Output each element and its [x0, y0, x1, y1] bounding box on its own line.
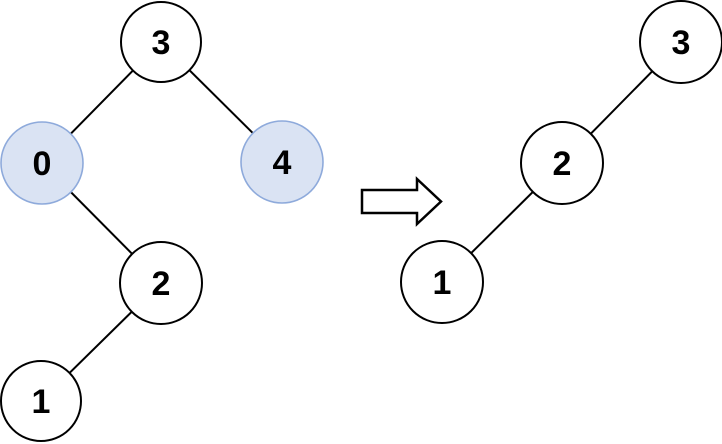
left-tree: 3 0 4 2 1	[0, 1, 324, 442]
right-tree-node-2: 2	[520, 121, 604, 205]
node-circle	[120, 1, 202, 83]
node-label: 4	[273, 144, 292, 182]
node-label: 1	[433, 264, 452, 302]
node-circle	[520, 121, 604, 205]
node-circle	[119, 241, 203, 325]
node-label: 3	[672, 24, 691, 62]
node-circle	[0, 360, 82, 442]
left-tree-node-4-highlighted: 4	[240, 120, 324, 204]
node-label: 2	[152, 265, 171, 303]
node-label: 1	[32, 383, 51, 421]
right-tree-node-3: 3	[639, 0, 722, 84]
left-tree-node-0-highlighted: 0	[0, 121, 84, 205]
node-circle-highlighted	[240, 120, 324, 204]
node-label: 3	[152, 24, 171, 62]
node-circle	[400, 240, 484, 324]
node-circle-highlighted	[0, 121, 84, 205]
left-tree-node-2: 2	[119, 241, 203, 325]
right-tree-node-1: 1	[400, 240, 484, 324]
left-tree-node-1: 1	[0, 360, 82, 442]
node-label: 2	[553, 145, 572, 183]
left-tree-node-3: 3	[120, 1, 202, 83]
right-arrow-icon	[360, 176, 443, 227]
right-tree: 3 2 1	[400, 0, 722, 324]
node-label: 0	[33, 145, 52, 183]
node-circle	[639, 0, 722, 84]
right-arrow-shape	[360, 176, 443, 227]
